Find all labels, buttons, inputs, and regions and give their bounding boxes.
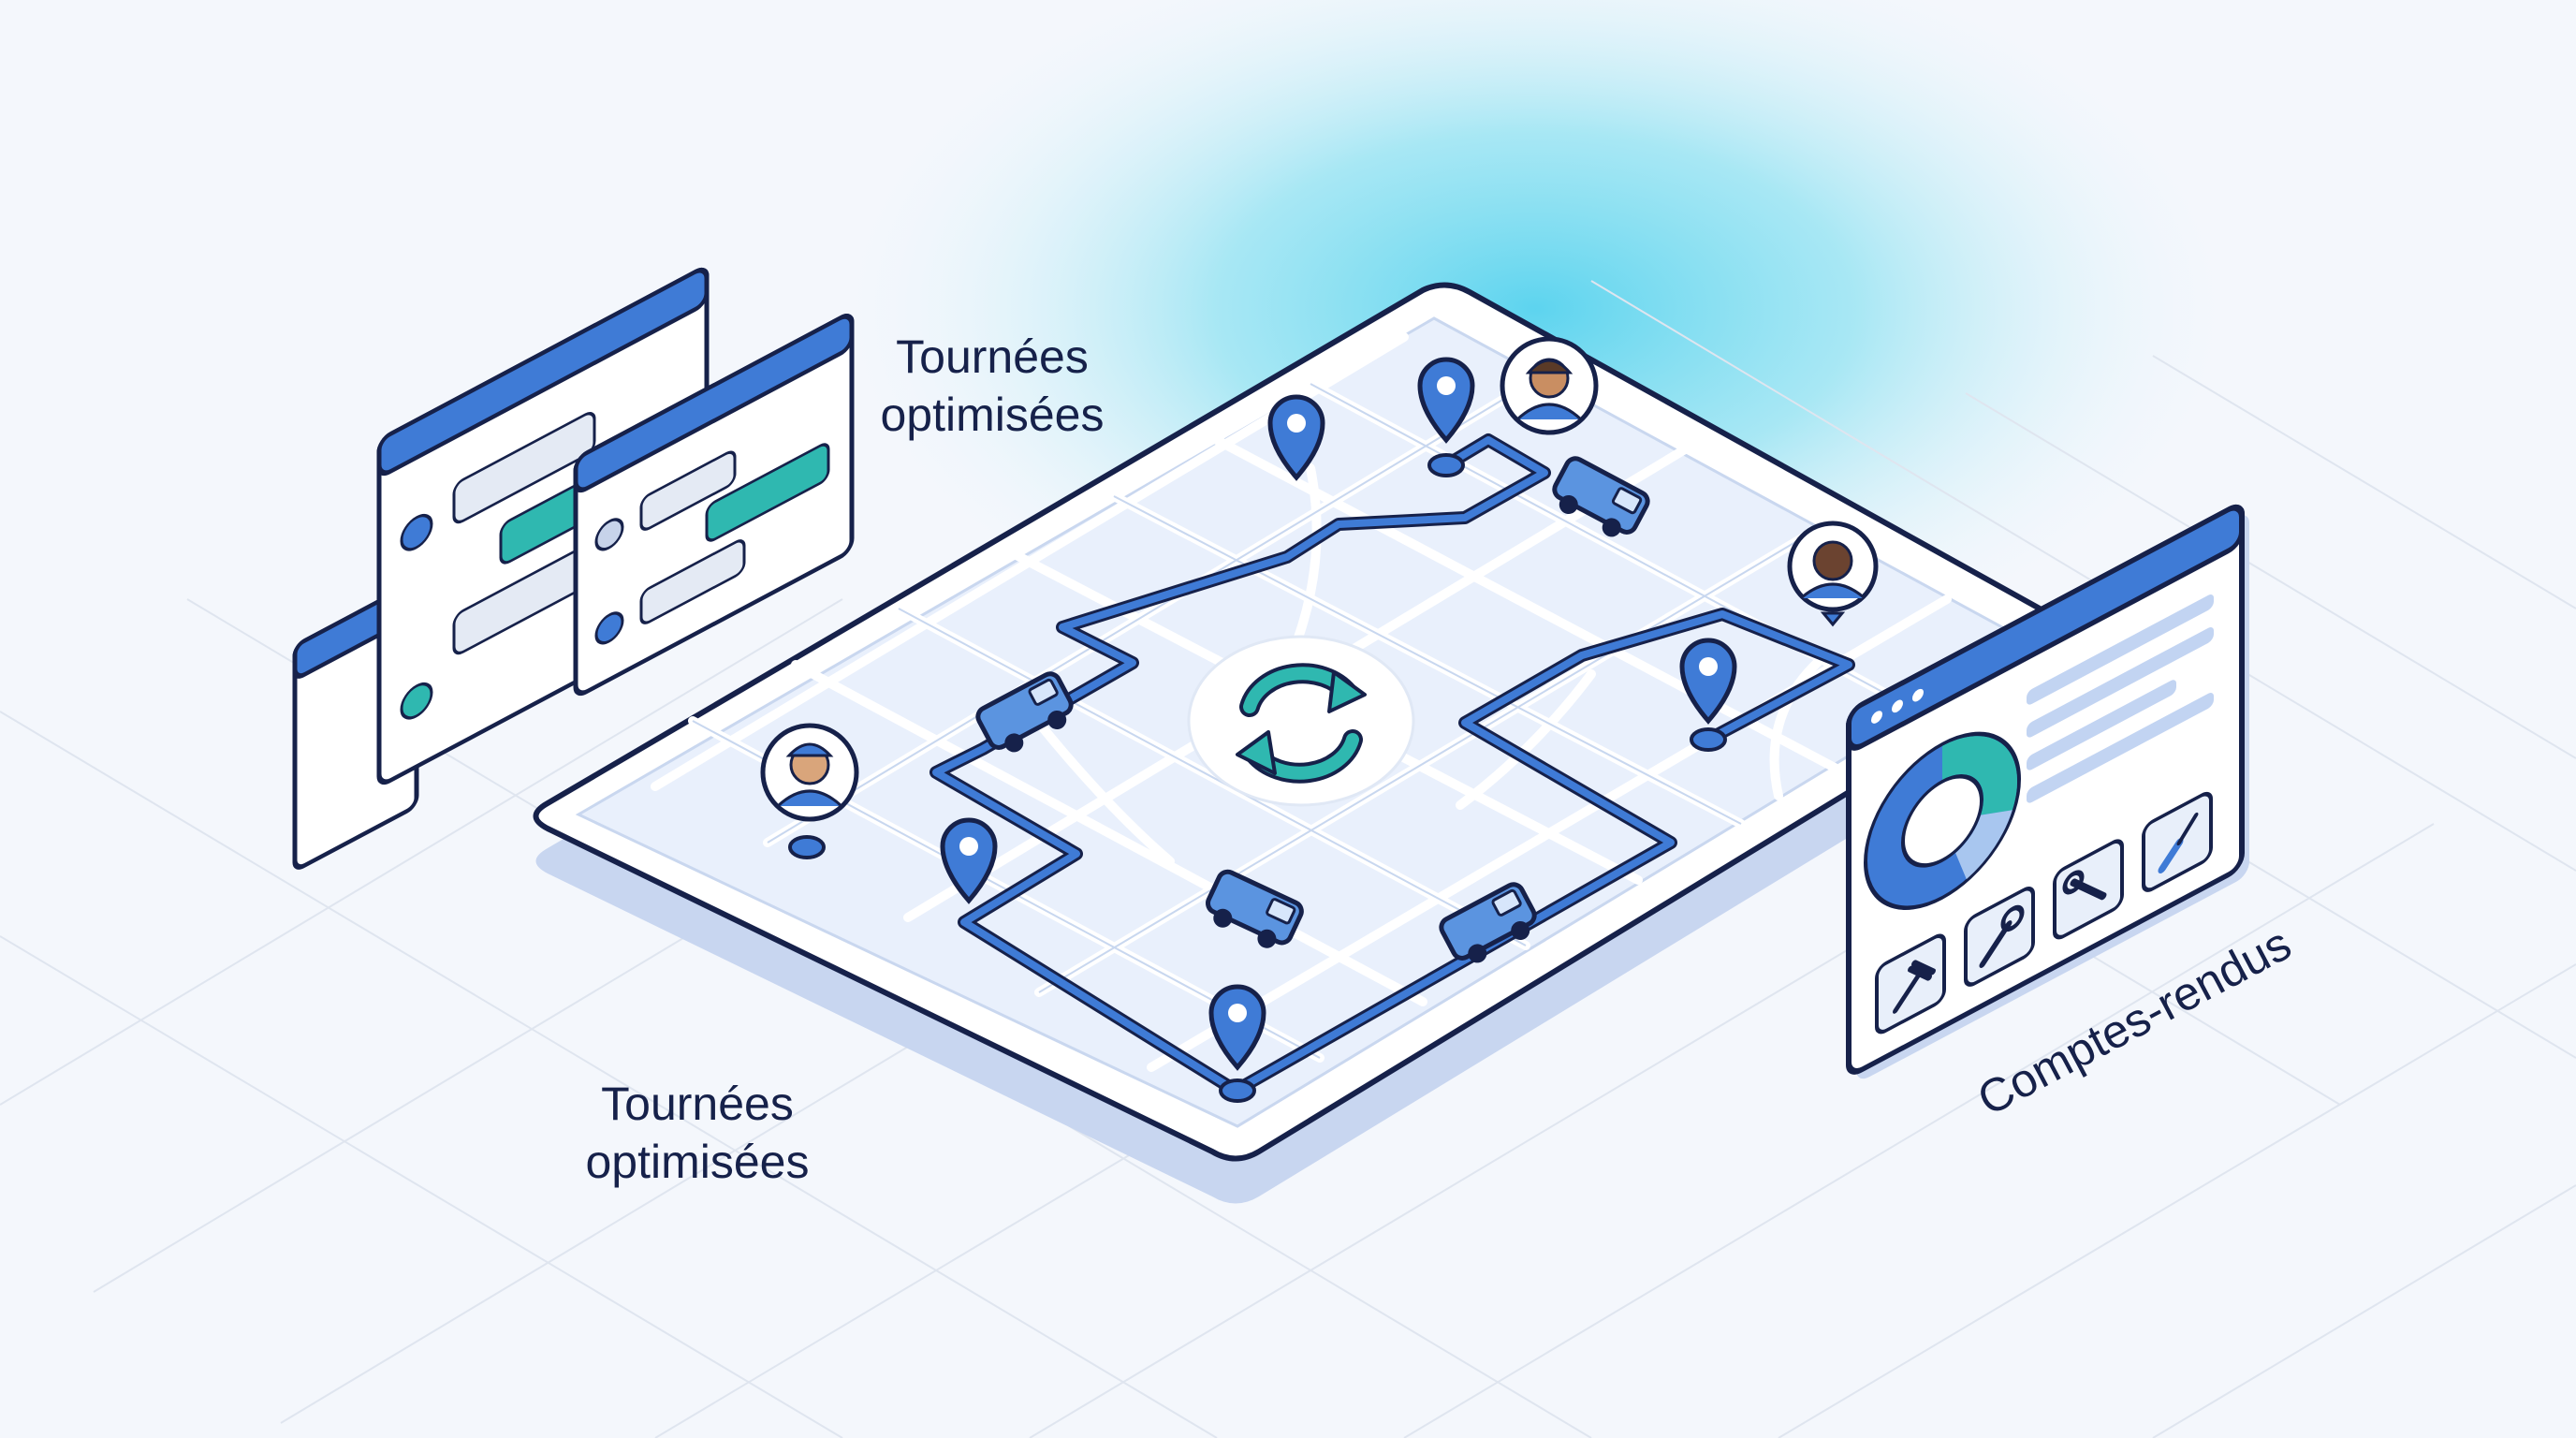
map-pins — [940, 357, 1737, 1071]
report-window — [1846, 504, 2249, 1079]
technician-avatar-icon — [1787, 521, 1879, 627]
caption-bottom-left: Tournées optimisées — [585, 1078, 810, 1188]
refresh-icon — [1187, 635, 1415, 807]
delivery-van-icon — [975, 671, 1074, 753]
delivery-van-icon — [1205, 869, 1304, 948]
technician-avatar-icon — [760, 723, 859, 822]
tool-tiles — [1875, 791, 2213, 1034]
technician-avatar-icon — [1500, 336, 1599, 435]
caption-top-left: Tournées optimisées — [880, 330, 1105, 441]
wrench-icon — [1964, 886, 2035, 987]
screwdriver-icon — [2142, 791, 2213, 892]
vans — [975, 456, 1650, 963]
technician-avatars — [760, 336, 1879, 822]
hammer-icon — [1875, 933, 1946, 1034]
chat-windows — [292, 267, 855, 870]
map-pin-icon — [1417, 357, 1475, 444]
map-pin-icon — [940, 817, 998, 904]
route-waypoints — [788, 453, 1727, 1103]
chat-window-front — [573, 314, 855, 697]
map-pin-icon — [1267, 394, 1325, 481]
adjustable-wrench-icon — [2053, 839, 2124, 940]
delivery-van-icon — [1439, 882, 1537, 963]
donut-chart-icon — [1864, 731, 2021, 910]
delivery-van-icon — [1552, 456, 1650, 537]
map-pin-icon — [1208, 984, 1266, 1071]
report-text-lines — [2027, 594, 2214, 803]
map-pin-icon — [1679, 638, 1737, 725]
map-tablet — [533, 282, 2088, 1204]
